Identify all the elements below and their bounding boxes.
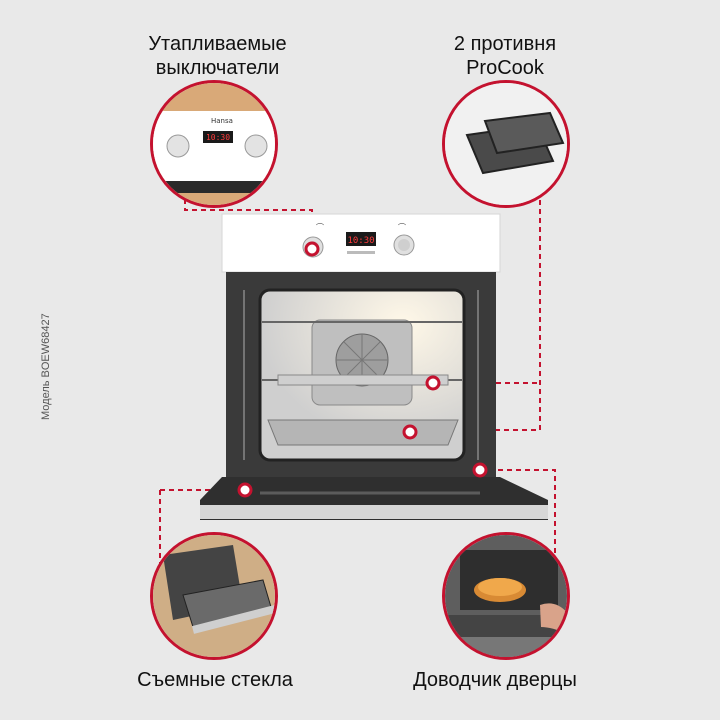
- svg-text:10:30: 10:30: [206, 133, 230, 142]
- zoom-circle-knobs: 10:30 Hansa: [150, 80, 278, 208]
- brand-label: Hansa: [211, 117, 233, 125]
- zoom-circle-glass: [150, 532, 278, 660]
- display-panel: [346, 232, 376, 246]
- pointer-knob: [304, 241, 320, 257]
- caption-door-closer: Доводчик дверцы: [413, 669, 577, 691]
- zoom-circle-trays: [442, 80, 570, 208]
- pointer-tray-top: [425, 375, 441, 391]
- pointer-tray-bottom: [402, 424, 418, 440]
- pointer-door: [472, 462, 488, 478]
- mode-icon: ⌒: [316, 223, 324, 232]
- caption-baking-trays: 2 противня ProCook: [453, 33, 557, 79]
- baking-tray: [267, 419, 459, 446]
- temp-icon: ⌒: [398, 223, 406, 232]
- caption-retractable-knobs: Утапливаемые выключатели: [148, 33, 287, 79]
- caption-removable-glass: Съемные стекла: [137, 669, 293, 691]
- panel-buttons: [347, 251, 375, 254]
- display-time: 10:30: [347, 236, 374, 246]
- zoom-circle-door: [442, 532, 570, 660]
- pointer-glass: [237, 482, 253, 498]
- wire-rack: [277, 374, 449, 386]
